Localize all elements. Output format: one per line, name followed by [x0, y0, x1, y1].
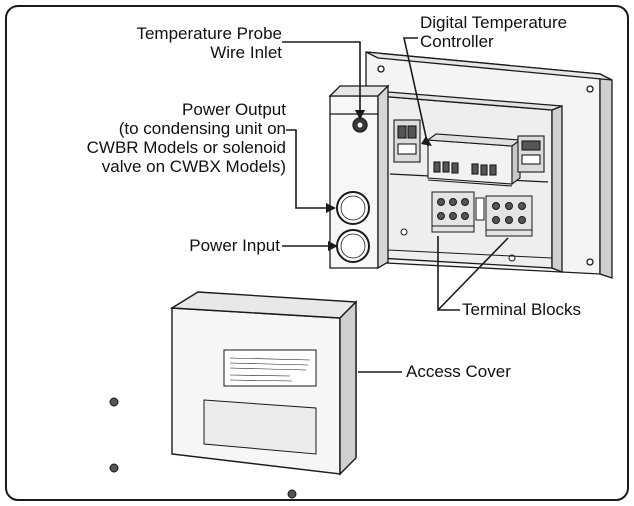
- arrowheads: [326, 110, 432, 251]
- digital-controller-line1: Digital Temperature: [420, 13, 568, 32]
- temperature-probe-line2: Wire Inlet: [210, 43, 282, 62]
- power-output-knockout: [336, 191, 370, 225]
- power-output-line1: Power Output: [182, 100, 286, 119]
- wire-channel: [328, 84, 390, 270]
- loose-screws: [109, 397, 297, 499]
- power-output-line2: (to condensing unit on: [118, 119, 286, 138]
- temperature-probe-line1: Temperature Probe: [136, 24, 282, 43]
- power-input-knockout: [336, 229, 370, 263]
- relay: [517, 135, 545, 173]
- power-output-line4: valve on CWBX Models): [101, 157, 286, 176]
- fuse: [475, 197, 485, 221]
- access-cover: [169, 291, 358, 476]
- digital-controller: [426, 133, 522, 187]
- digital-controller-label: Digital Temperature Controller: [420, 13, 567, 51]
- temperature-probe-label: Temperature Probe Wire Inlet: [38, 24, 282, 62]
- contactor: [393, 119, 421, 163]
- access-cover-label: Access Cover: [406, 362, 511, 381]
- power-input-label: Power Input: [189, 236, 280, 255]
- terminal-block-right: [485, 195, 533, 237]
- probe-inlet: [352, 117, 368, 133]
- terminal-blocks-label: Terminal Blocks: [462, 300, 582, 319]
- terminal-block-left: [431, 191, 475, 233]
- lower-edge-line: [387, 249, 553, 259]
- ground-screw: [400, 228, 408, 236]
- power-output-line3: CWBR Models or solenoid: [86, 138, 286, 157]
- digital-controller-line2: Controller: [420, 32, 494, 51]
- leader-lines: [282, 37, 509, 373]
- power-output-label: Power Output (to condensing unit on CWBR…: [20, 100, 286, 176]
- enclosure-box: [377, 91, 563, 273]
